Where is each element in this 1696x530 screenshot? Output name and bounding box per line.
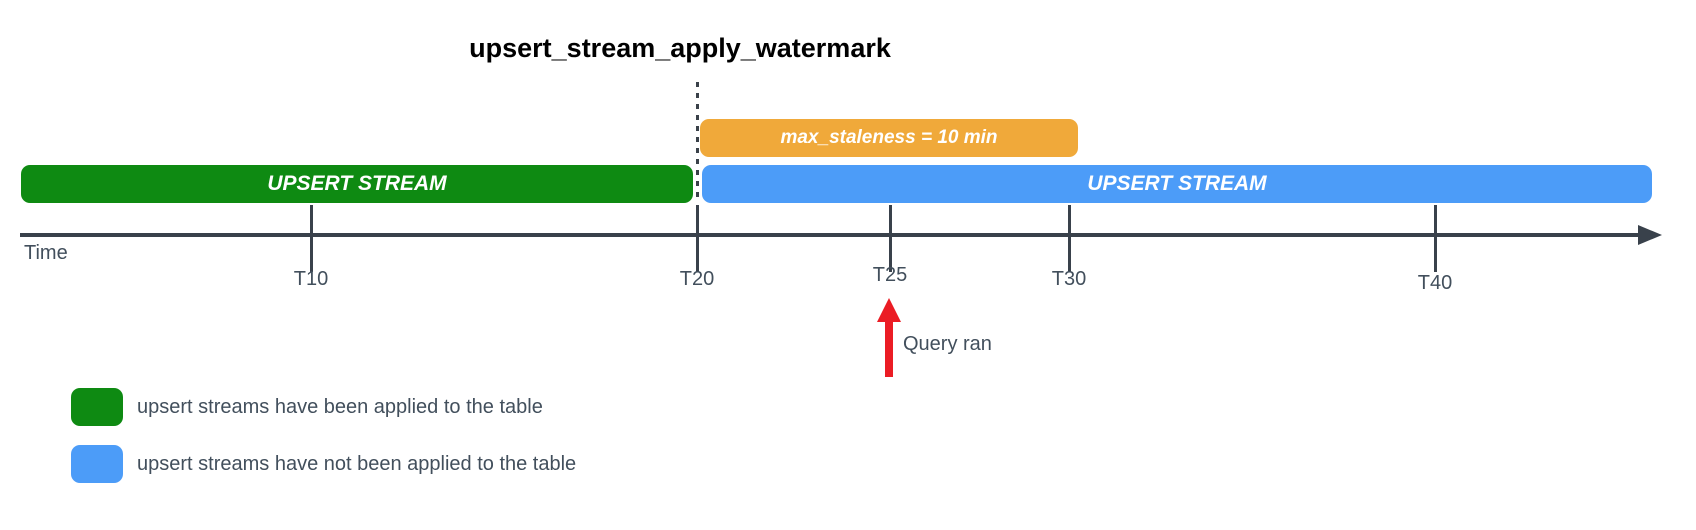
time-axis-line [20,233,1640,237]
tick-t10 [310,205,313,272]
tick-label-t10: T10 [293,268,329,290]
tick-t40 [1434,205,1437,272]
tick-label-t25: T25 [872,264,908,286]
time-axis-arrowhead-icon [1638,225,1662,245]
watermark-dotted-line [696,82,699,202]
time-axis-label: Time [24,242,68,264]
upsert-stream-applied-bar: UPSERT STREAM [21,165,693,203]
query-ran-arrow-icon [877,298,901,322]
query-ran-arrow-shaft [885,320,893,377]
legend-label-not-applied: upsert streams have not been applied to … [137,452,577,475]
query-ran-label: Query ran [903,333,992,355]
upsert-stream-pending-bar: UPSERT STREAM [702,165,1652,203]
upsert-stream-applied-label: UPSERT STREAM [267,172,447,195]
tick-label-t20: T20 [679,268,715,290]
diagram-title: upsert_stream_apply_watermark [469,33,891,63]
max-staleness-bar: max_staleness = 10 min [700,119,1078,157]
tick-t25 [889,205,892,272]
legend-item-applied: upsert streams have been applied to the … [71,388,543,426]
tick-t30 [1068,205,1071,272]
tick-t20 [696,205,699,272]
legend-swatch-green [71,388,123,426]
tick-label-t30: T30 [1051,268,1087,290]
legend-swatch-blue [71,445,123,483]
tick-label-t40: T40 [1417,272,1453,294]
legend-item-not-applied: upsert streams have not been applied to … [71,445,576,483]
legend-label-applied: upsert streams have been applied to the … [137,395,543,418]
upsert-stream-pending-label: UPSERT STREAM [1087,172,1267,195]
max-staleness-label: max_staleness = 10 min [780,127,998,148]
